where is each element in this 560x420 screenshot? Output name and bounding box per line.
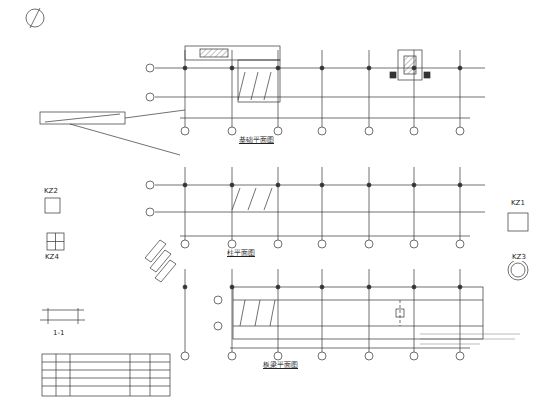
drawing-title: 柱平面图 — [226, 250, 256, 257]
column-mark — [183, 66, 187, 70]
axis-bubble — [365, 240, 373, 248]
column-mark — [230, 66, 234, 70]
grid-line — [460, 269, 461, 352]
axis-bubble — [228, 240, 236, 248]
column-mark — [230, 285, 234, 289]
grid-line — [369, 167, 370, 240]
grid-line — [369, 50, 370, 127]
grid-line — [185, 50, 186, 127]
grid-line — [322, 167, 323, 240]
axis-bubble — [181, 352, 189, 360]
grid-line — [278, 50, 279, 127]
grid-line — [185, 269, 186, 352]
axis-bubble — [456, 127, 464, 135]
column-mark — [230, 183, 234, 187]
axis-bubble — [456, 240, 464, 248]
axis-bubble — [318, 352, 326, 360]
axis-bubble — [274, 352, 282, 360]
grid-line — [278, 167, 279, 240]
grid-line — [322, 269, 323, 352]
axis-bubble — [181, 240, 189, 248]
grid-line — [232, 50, 233, 127]
column-mark — [458, 285, 462, 289]
grid-line — [322, 50, 323, 127]
axis-bubble — [181, 127, 189, 135]
axis-bubble — [318, 240, 326, 248]
axis-bubble — [365, 127, 373, 135]
column-mark — [276, 183, 280, 187]
detail-label: KZ2 — [43, 188, 59, 195]
grid-line — [232, 269, 233, 352]
detail-label: KZ4 — [44, 254, 60, 261]
detail-label: KZ3 — [511, 254, 527, 261]
grid-line — [185, 167, 186, 240]
column-mark — [320, 183, 324, 187]
axis-bubble — [228, 352, 236, 360]
axis-bubble — [318, 127, 326, 135]
axis-bubble — [228, 127, 236, 135]
column-mark — [458, 66, 462, 70]
column-mark — [320, 285, 324, 289]
grid-line — [414, 269, 415, 352]
detail-label: 1-1 — [52, 330, 65, 337]
axis-bubble — [274, 127, 282, 135]
column-mark — [367, 183, 371, 187]
detail-label: KZ1 — [510, 200, 526, 207]
column-mark — [367, 285, 371, 289]
grid-line — [460, 50, 461, 127]
column-mark — [458, 183, 462, 187]
grid-line — [414, 50, 415, 127]
axis-bubble — [274, 240, 282, 248]
drawing-title: 基础平面图 — [238, 137, 275, 144]
grid-line — [232, 167, 233, 240]
axis-bubble — [410, 127, 418, 135]
column-mark — [412, 66, 416, 70]
grid-line — [278, 269, 279, 352]
column-mark — [183, 183, 187, 187]
column-mark — [276, 66, 280, 70]
column-mark — [412, 285, 416, 289]
axis-bubble — [410, 352, 418, 360]
axis-bubble — [410, 240, 418, 248]
column-mark — [320, 66, 324, 70]
grid-line — [414, 167, 415, 240]
column-mark — [183, 285, 187, 289]
column-mark — [276, 285, 280, 289]
column-mark — [412, 183, 416, 187]
grid-line — [460, 167, 461, 240]
axis-bubble — [365, 352, 373, 360]
axis-bubble — [456, 352, 464, 360]
grid-line — [369, 269, 370, 352]
drawing-title: 板梁平面图 — [262, 362, 299, 369]
column-mark — [367, 66, 371, 70]
